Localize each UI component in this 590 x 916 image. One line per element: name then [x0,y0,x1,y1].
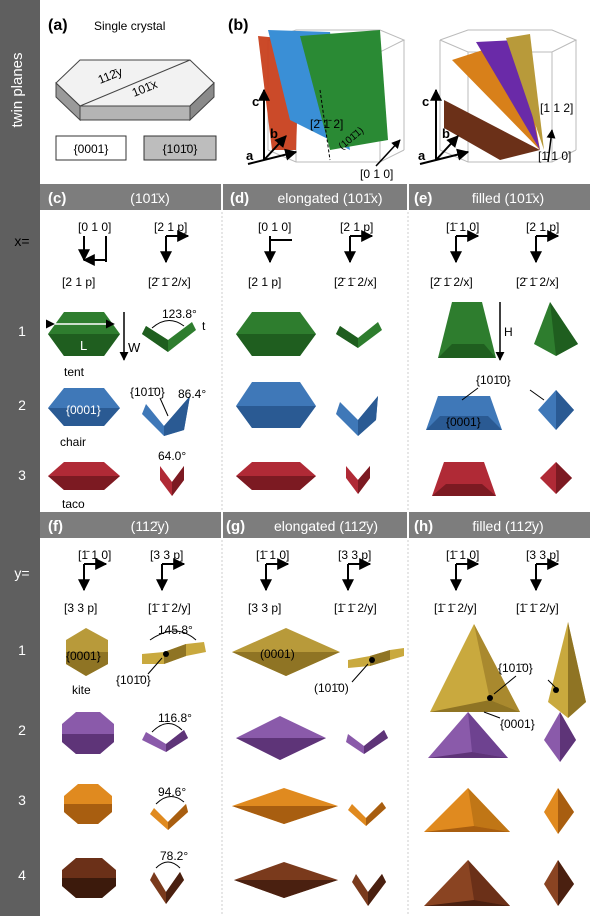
row-y-2: 2 [18,722,26,738]
tag-b: (b) [228,17,248,34]
svg-text:c: c [422,94,429,109]
dir-010: [0 1 0] [360,167,393,181]
row-x-2: 2 [18,397,26,413]
svg-text:{0001}: {0001} [66,649,101,663]
sidebar [0,0,40,916]
y-variable-label: y= [14,565,29,581]
svg-text:{101̄0}: {101̄0} [476,373,511,387]
svg-text:H: H [504,325,513,339]
svg-text:[2 1 p]: [2 1 p] [526,220,559,234]
svg-text:{101̄0}: {101̄0} [130,385,165,399]
angle-86-4: 86.4° [178,387,206,401]
angle-123-8: 123.8° [162,307,197,321]
svg-text:chair: chair [60,435,86,449]
svg-text:[1̄ 1 0]: [1̄ 1 0] [446,548,479,562]
svg-text:[1̄ 1̄ 2/y]: [1̄ 1̄ 2/y] [334,601,377,615]
svg-text:[0 1 0]: [0 1 0] [78,220,111,234]
svg-text:taco: taco [62,497,85,511]
svg-text:{101̄0}: {101̄0} [163,142,198,156]
angle-94-6: 94.6° [158,785,186,799]
svg-text:{101̄0}: {101̄0} [498,661,533,675]
row-y1-shapes: {0001} kite 145.8° {101̄0} (0001) (101̄0… [66,622,586,731]
title-c: (101̄x) [130,190,170,206]
svg-text:[3 3 p]: [3 3 p] [64,601,97,615]
row-x3-shapes: taco 64.0° [48,449,572,511]
row-y4-shapes: 78.2° [62,849,574,906]
svg-text:[2̄ 1̄ 2/x]: [2̄ 1̄ 2/x] [516,275,559,289]
svg-text:{0001}: {0001} [500,717,535,731]
svg-text:{0001}: {0001} [74,142,109,156]
svg-text:[3 3 p]: [3 3 p] [338,548,371,562]
tag-d: (d) [230,190,249,207]
svg-text:t: t [202,319,206,333]
axes-row-cde: [0 1 0] [2 1 p] [2 1 p] [2̄ 1̄ 2/x] [0 1… [62,220,559,289]
dir-112: [1 1 2] [540,101,573,115]
twin-planes-label: twin planes [9,52,26,127]
svg-text:[2 1 p]: [2 1 p] [340,220,373,234]
svg-text:[1̄ 1 0]: [1̄ 1 0] [78,548,111,562]
svg-text:kite: kite [72,683,91,697]
tag-a: (a) [48,17,68,34]
angle-78-2: 78.2° [160,849,188,863]
svg-text:[0 1 0]: [0 1 0] [258,220,291,234]
svg-text:[2̄ 1̄ 2/x]: [2̄ 1̄ 2/x] [148,275,191,289]
title-d: elongated (101̄x) [277,190,382,206]
x-variable-label: x= [14,233,29,249]
row-y-3: 3 [18,792,26,808]
svg-text:[2̄ 1̄ 2/x]: [2̄ 1̄ 2/x] [334,275,377,289]
row-y-1: 1 [18,642,26,658]
svg-text:{0001}: {0001} [66,403,101,417]
svg-text:[2 1 p]: [2 1 p] [62,275,95,289]
svg-text:[2̄ 1̄ 2/x]: [2̄ 1̄ 2/x] [430,275,473,289]
svg-text:(0001): (0001) [260,647,295,661]
dir-110: [1̄ 1 0] [538,149,571,163]
single-crystal-title: Single crystal [94,19,165,33]
svg-text:b: b [442,126,450,141]
tag-f: (f) [48,518,63,535]
row-x-1: 1 [18,323,26,339]
panel-b: (b) c b a [2̄ 1̄ 2] (101̄1) [0 1 0] c [228,17,576,181]
svg-text:{0001}: {0001} [446,415,481,429]
svg-text:(101̄0): (101̄0) [314,681,349,695]
title-g: elongated (112̄y) [274,518,378,534]
svg-text:W: W [128,340,141,355]
svg-text:[1̄ 1̄ 2/y]: [1̄ 1̄ 2/y] [148,601,191,615]
svg-text:[1̄ 1̄ 2/y]: [1̄ 1̄ 2/y] [434,601,477,615]
svg-text:[2 1 p]: [2 1 p] [154,220,187,234]
svg-text:{101̄0}: {101̄0} [116,673,151,687]
row-y3-shapes: 94.6° [64,784,574,834]
angle-116-8: 116.8° [158,711,192,725]
svg-text:[1̄ 1̄ 2/y]: [1̄ 1̄ 2/y] [516,601,559,615]
axes-row-fgh: [1̄ 1 0] [3 3 p] [3 3 p] [1̄ 1̄ 2/y] [1̄… [64,548,559,615]
svg-text:[1̄ 1 0]: [1̄ 1 0] [446,220,479,234]
tag-c: (c) [48,190,66,207]
row-x1-shapes: L W tent 123.8° t H [48,302,578,379]
svg-text:[3 3 p]: [3 3 p] [526,548,559,562]
title-e: filled (101̄x) [472,190,544,206]
row-x2-shapes: {0001} chair {101̄0} 86.4° {0001} {101̄0… [48,373,574,449]
svg-text:[3 3 p]: [3 3 p] [150,548,183,562]
tag-h: (h) [414,518,433,535]
title-h: filled (112̄y) [472,518,543,534]
tag-e: (e) [414,190,432,207]
svg-text:[1̄ 1 0]: [1̄ 1 0] [256,548,289,562]
svg-text:c: c [252,94,259,109]
row-y-4: 4 [18,867,26,883]
row-x-3: 3 [18,467,26,483]
svg-text:a: a [418,148,426,163]
angle-145-8: 145.8° [158,623,193,637]
dir-212: [2̄ 1̄ 2] [310,117,343,131]
svg-text:L: L [80,338,87,353]
svg-text:[3 3 p]: [3 3 p] [248,601,281,615]
tag-g: (g) [226,518,245,535]
svg-text:b: b [270,126,278,141]
angle-64-0: 64.0° [158,449,186,463]
svg-text:tent: tent [64,365,85,379]
title-f: (112̄y) [131,518,170,534]
row-y2-shapes: 116.8° [62,711,576,762]
svg-text:a: a [246,148,254,163]
panel-a: (a) Single crystal 112̄y 101̄x {0001} {1… [48,17,216,160]
svg-text:[2 1 p]: [2 1 p] [248,275,281,289]
